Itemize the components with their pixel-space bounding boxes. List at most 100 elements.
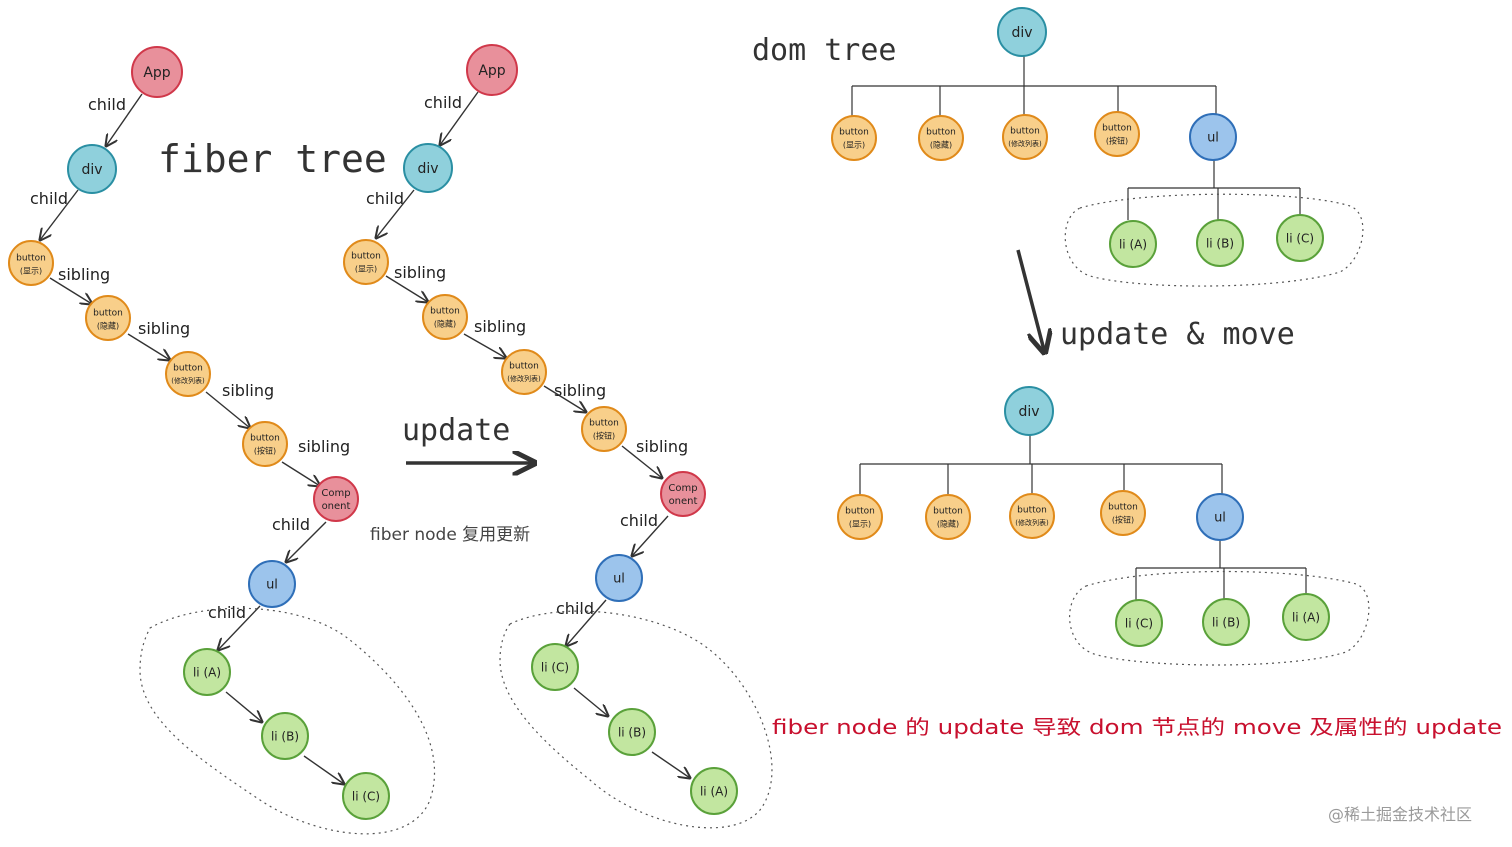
edge-div-button [40,189,79,240]
node-div: div [997,7,1047,57]
node-button-btn: button (按钮) [1094,111,1140,157]
node-li-b: li (B) [1196,219,1244,267]
svg-text:button: button [16,254,46,264]
node-ul: ul [595,554,643,602]
edge-sibling-2 [463,333,506,358]
svg-text:button: button [845,507,875,517]
node-button-btn: button (按钮) [1100,490,1146,536]
edge-label-child: child [620,511,658,530]
svg-text:(修改列表): (修改列表) [507,374,541,383]
svg-text:button: button [926,128,956,138]
svg-text:(显示): (显示) [355,265,377,274]
svg-text:div: div [1011,25,1032,41]
node-ul: ul [1196,493,1244,541]
svg-text:button: button [351,252,381,262]
caption: fiber node 的 update 导致 dom 节点的 move 及属性的… [772,715,1502,739]
edge-li-b-c [303,755,344,784]
node-button-modify: button (修改列表) [1009,493,1055,539]
node-button-modify: button (修改列表) [501,349,547,395]
svg-text:Comp: Comp [321,488,350,499]
node-li-b: li (B) [1202,598,1250,646]
edge-label-sibling: sibling [58,265,110,284]
svg-text:(按钮): (按钮) [254,446,276,456]
node-button-hide: button (隐藏) [85,295,131,341]
edge-label-child: child [366,189,404,208]
node-li-a: li (A) [1109,220,1157,268]
svg-text:li (A): li (A) [1119,238,1147,252]
node-button-show: button (显示) [343,239,389,285]
edge-sibling-4 [281,461,320,486]
edge-sibling-4 [621,445,662,478]
svg-text:button: button [430,307,460,317]
svg-text:div: div [81,162,102,178]
edge-label-child: child [424,93,462,112]
svg-text:App: App [478,63,505,79]
li-group-outline [1068,570,1370,666]
svg-text:button: button [933,507,963,517]
svg-text:(隐藏): (隐藏) [937,519,959,529]
svg-text:(显示): (显示) [843,141,865,150]
svg-text:li (B): li (B) [271,730,299,744]
svg-text:(按钮): (按钮) [593,431,615,441]
edge-ul-li [218,605,261,650]
svg-text:li (C): li (C) [541,661,569,675]
watermark: @稀土掘金技术社区 [1328,805,1472,824]
fiber-tree-left: child child sibling sibling sibling sibl… [8,46,436,835]
node-div: div [1004,386,1054,436]
svg-text:div: div [417,161,438,177]
svg-text:button: button [509,362,539,372]
fiber-reuse-note: fiber node 复用更新 [370,525,530,545]
node-li-b: li (B) [261,712,309,760]
svg-text:ul: ul [266,578,278,593]
node-app: App [466,44,518,96]
node-li-b: li (B) [608,708,656,756]
node-div: div [403,143,453,193]
svg-text:li (B): li (B) [1212,616,1240,630]
node-li-a: li (A) [183,648,231,696]
edge-sibling-3 [205,391,250,428]
svg-text:button: button [93,309,123,319]
node-li-a: li (A) [1282,593,1330,641]
edge-label-child: child [208,603,246,622]
update-move-group: update & move [1016,249,1295,352]
node-ul: ul [1189,113,1237,161]
edge-comp-ul [286,521,327,562]
svg-text:li (A): li (A) [193,666,221,680]
svg-text:li (C): li (C) [1286,232,1314,246]
dom-tree-after: div button (显示) button (隐藏) button (修改列表… [837,386,1370,666]
svg-text:(修改列表): (修改列表) [171,376,205,385]
svg-text:li (B): li (B) [618,726,646,740]
svg-text:(隐藏): (隐藏) [930,140,952,150]
node-li-a: li (A) [690,767,738,815]
svg-text:(显示): (显示) [849,520,871,529]
svg-text:(显示): (显示) [20,267,42,276]
edge-app-div [106,93,143,146]
svg-text:button: button [589,419,619,429]
svg-text:(按钮): (按钮) [1112,515,1134,525]
edge-label-child: child [272,515,310,534]
edge-label-sibling: sibling [554,381,606,400]
update-arrow-group: update fiber node 复用更新 [370,413,532,545]
svg-text:div: div [1018,404,1039,420]
node-li-c: li (C) [1115,599,1163,647]
fiber-tree-right: child child sibling sibling sibling sibl… [343,44,773,829]
edge-sibling-1 [49,277,92,304]
dom-tree-before: dom tree div button (显示) button (隐藏) [752,7,1364,287]
edge-ul-li [566,599,607,646]
edge-sibling-1 [385,275,428,302]
svg-text:onent: onent [669,496,698,507]
svg-text:button: button [173,364,203,374]
svg-text:App: App [143,65,170,81]
edge-label-sibling: sibling [138,319,190,338]
edge-div-button [376,189,415,238]
edge-sibling-2 [127,333,170,360]
update-move-label: update & move [1060,317,1295,352]
edge-li-a-b [225,691,262,722]
svg-text:onent: onent [322,501,351,512]
node-button-show: button (显示) [837,494,883,540]
node-li-c: li (C) [531,643,579,691]
edge-label-sibling: sibling [222,381,274,400]
node-button-show: button (显示) [831,115,877,161]
edge-label-child: child [88,95,126,114]
